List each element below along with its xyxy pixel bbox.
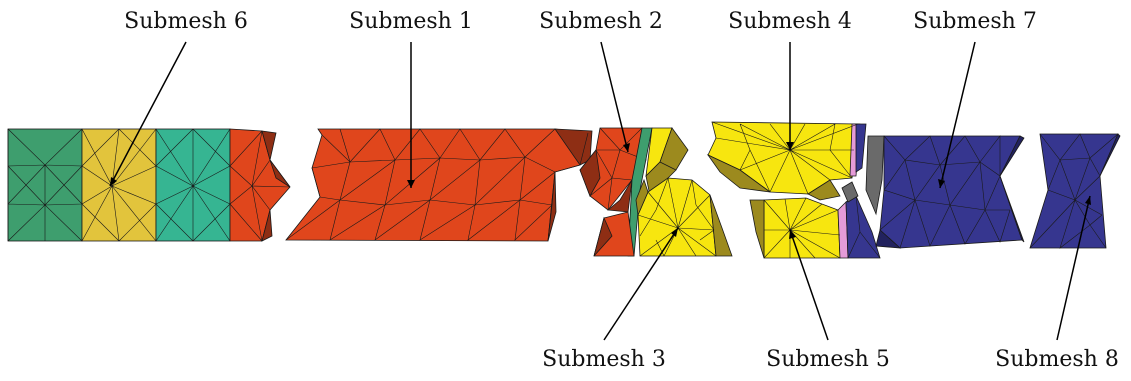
arrowhead-submesh-5 (789, 230, 796, 239)
submesh-6-orange-cap (229, 128, 291, 242)
submesh-7-body (879, 135, 1023, 249)
submesh-6-orange-cap-shadow (261, 130, 291, 242)
submesh-5-body (763, 197, 841, 259)
submesh-6-block (7, 128, 291, 242)
submesh-8-body (1029, 133, 1119, 249)
submesh-3-orange-shadow (593, 216, 613, 257)
submesh-2-olive-shadow (645, 127, 689, 197)
leader-submesh-3 (603, 227, 679, 341)
mustard-segment (81, 128, 157, 242)
submesh-2-3-cluster (579, 127, 733, 257)
label-submesh-3: Submesh 3 (542, 347, 666, 372)
submesh-7-block (865, 135, 1025, 249)
submesh-5-triangulation (763, 195, 881, 259)
submesh-7-gray-sliver (865, 135, 885, 216)
label-submesh-8: Submesh 8 (995, 347, 1119, 372)
submesh-4-olive-shadow (706, 153, 841, 201)
leader-submesh-7 (939, 41, 976, 189)
arrowhead-submesh-8 (1085, 196, 1091, 205)
gray-fragment-a (841, 181, 859, 203)
submesh-5-olive-shadow (749, 199, 765, 259)
arrowhead-submesh-1 (407, 180, 415, 188)
label-submesh-5: Submesh 5 (766, 347, 890, 372)
label-submesh-2: Submesh 2 (539, 9, 663, 34)
label-submesh-7: Submesh 7 (913, 9, 1037, 34)
submesh-3-olive-shadow (635, 178, 733, 257)
submesh-3-triangulation (637, 177, 717, 257)
label-submesh-6: Submesh 6 (124, 9, 248, 34)
submesh-8-triangulation (1029, 133, 1119, 249)
arrowhead-submesh-4 (786, 142, 794, 150)
submesh-7-shadow (875, 135, 1025, 249)
leader-submesh-2 (600, 41, 629, 153)
arrowhead-submesh-3 (671, 228, 678, 237)
submesh-8-block (1029, 133, 1121, 249)
submesh-1-block (285, 128, 593, 242)
labels: Submesh 6 Submesh 1 Submesh 2 Submesh 4 … (124, 9, 1119, 372)
arrowhead-submesh-2 (623, 143, 630, 152)
arrowhead-submesh-6 (110, 177, 117, 186)
label-submesh-1: Submesh 1 (349, 9, 473, 34)
submesh-6-cap-triangulation (229, 130, 291, 242)
submesh-4-5-cluster (706, 121, 881, 259)
submesh-2-triangulation (589, 127, 647, 211)
submesh-8-shadow (1099, 133, 1121, 177)
submesh-6-triangulation (7, 128, 231, 242)
submesh-1-triangulation (285, 128, 589, 242)
leader-submesh-8 (1056, 195, 1091, 341)
leader-submesh-6 (109, 41, 187, 187)
submesh-4-triangulation (711, 121, 859, 195)
leader-lines (109, 41, 1091, 341)
leader-submesh-5 (789, 229, 829, 341)
submesh-7-triangulation (879, 135, 1011, 249)
arrowhead-submesh-7 (938, 179, 945, 188)
submesh-1-body (285, 128, 589, 242)
submesh-4-navy-edge (855, 123, 867, 173)
label-submesh-4: Submesh 4 (728, 9, 852, 34)
